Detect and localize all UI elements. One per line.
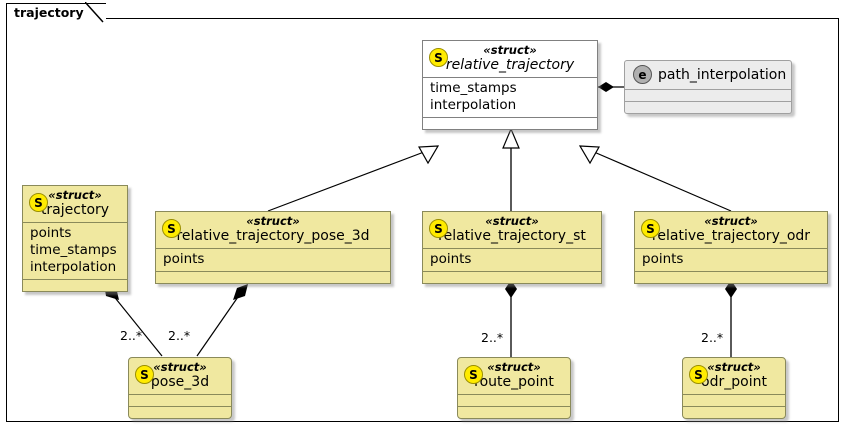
struct-icon: S <box>162 219 181 238</box>
enum-box-path-interpolation[interactable]: e path_interpolation <box>624 60 792 114</box>
class-name-label: odr_point <box>701 374 767 390</box>
class-header-relative-trajectory-pose-3d: S «struct» relative_trajectory_pose_3d <box>156 212 390 248</box>
operations-compartment <box>156 272 390 283</box>
enum-icon: e <box>633 65 652 84</box>
compartment-divider <box>23 222 127 223</box>
class-name-label: relative_trajectory_pose_3d <box>176 228 370 244</box>
compartment-divider <box>156 248 390 249</box>
class-header-pose-3d: S «struct» pose_3d <box>129 358 231 394</box>
package-tab: trajectory <box>6 2 106 23</box>
package-tab-slant <box>84 2 107 24</box>
operations-compartment <box>423 272 601 283</box>
operations-compartment <box>458 407 570 418</box>
stereotype-label: «struct» <box>246 214 300 228</box>
class-box-relative-trajectory-odr[interactable]: S «struct» relative_trajectory_odr point… <box>634 211 828 284</box>
compartment-divider <box>129 394 231 395</box>
operations-compartment <box>635 272 827 283</box>
stereotype-label: «struct» <box>485 214 539 228</box>
class-name-label: relative_trajectory <box>445 57 575 73</box>
struct-icon: S <box>464 365 483 384</box>
class-name-label: relative_trajectory_st <box>438 228 586 244</box>
struct-icon: S <box>135 365 154 384</box>
class-box-odr-point[interactable]: S «struct» odr_point <box>682 357 786 419</box>
attribute-item: time_stamps <box>430 80 517 96</box>
operations-compartment <box>683 407 785 418</box>
struct-icon: S <box>429 219 448 238</box>
enum-literals-compartment <box>625 90 791 101</box>
class-header-relative-trajectory-st: S «struct» relative_trajectory_st <box>423 212 601 248</box>
attribute-item: points <box>30 225 72 241</box>
class-box-pose-3d[interactable]: S «struct» pose_3d <box>128 357 232 419</box>
compartment-divider <box>423 248 601 249</box>
attribute-item: interpolation <box>30 259 117 275</box>
compartment-divider <box>23 279 127 280</box>
compartment-divider <box>156 271 390 272</box>
class-header-odr-point: S «struct» odr_point <box>683 358 785 394</box>
multiplicity-rel-st-route-point: 2..* <box>481 330 504 345</box>
struct-icon: S <box>641 219 660 238</box>
attributes-compartment <box>683 395 785 406</box>
stereotype-label: «struct» <box>483 43 537 57</box>
compartment-divider <box>683 394 785 395</box>
operations-compartment <box>129 407 231 418</box>
attributes-compartment: points time_stamps interpolation <box>23 223 127 279</box>
compartment-divider <box>458 394 570 395</box>
attribute-item: time_stamps <box>30 242 117 258</box>
stereotype-label: «struct» <box>48 188 102 202</box>
compartment-divider <box>423 271 601 272</box>
enum-operations-compartment <box>625 102 791 113</box>
attribute-item: points <box>430 251 472 267</box>
class-name-label: trajectory <box>40 202 110 218</box>
class-box-trajectory[interactable]: S «struct» trajectory points time_stamps… <box>22 185 128 292</box>
compartment-divider <box>683 406 785 407</box>
struct-icon: S <box>29 193 48 212</box>
compartment-divider <box>423 77 597 78</box>
class-header-relative-trajectory-odr: S «struct» relative_trajectory_odr <box>635 212 827 248</box>
attributes-compartment <box>129 395 231 406</box>
attributes-compartment: points <box>423 249 601 271</box>
class-box-relative-trajectory-st[interactable]: S «struct» relative_trajectory_st points <box>422 211 602 284</box>
attribute-item: points <box>642 251 684 267</box>
enum-name-label: path_interpolation <box>658 66 787 83</box>
multiplicity-pose3d-rel-pose3d: 2..* <box>168 328 191 343</box>
class-header-route-point: S «struct» route_point <box>458 358 570 394</box>
attributes-compartment: points <box>156 249 390 271</box>
class-name-label: relative_trajectory_odr <box>651 228 811 244</box>
stereotype-label: «struct» <box>487 360 541 374</box>
operations-compartment <box>23 280 127 291</box>
compartment-divider <box>635 271 827 272</box>
compartment-divider <box>458 406 570 407</box>
package-name-label: trajectory <box>14 4 84 20</box>
multiplicity-trajectory-pose3d: 2..* <box>120 328 143 343</box>
compartment-divider <box>625 89 791 90</box>
class-header-trajectory: S «struct» trajectory <box>23 186 127 222</box>
compartment-divider <box>635 248 827 249</box>
compartment-divider <box>625 101 791 102</box>
attributes-compartment: time_stamps interpolation <box>423 78 597 117</box>
attributes-compartment: points <box>635 249 827 271</box>
stereotype-label: «struct» <box>704 214 758 228</box>
stereotype-label: «struct» <box>153 360 207 374</box>
class-box-relative-trajectory-pose-3d[interactable]: S «struct» relative_trajectory_pose_3d p… <box>155 211 391 284</box>
attribute-item: points <box>163 251 205 267</box>
class-name-label: route_point <box>474 374 554 390</box>
operations-compartment <box>423 118 597 129</box>
class-name-label: pose_3d <box>150 374 210 390</box>
compartment-divider <box>129 406 231 407</box>
stereotype-label: «struct» <box>707 360 761 374</box>
multiplicity-rel-odr-odr-point: 2..* <box>701 330 724 345</box>
attributes-compartment <box>458 395 570 406</box>
compartment-divider <box>423 117 597 118</box>
class-box-route-point[interactable]: S «struct» route_point <box>457 357 571 419</box>
attribute-item: interpolation <box>430 97 517 113</box>
class-header-relative-trajectory: S «struct» relative_trajectory <box>423 41 597 77</box>
struct-icon: S <box>689 365 708 384</box>
struct-icon: S <box>429 48 448 67</box>
enum-header-path-interpolation: e path_interpolation <box>625 61 791 89</box>
class-box-relative-trajectory[interactable]: S «struct» relative_trajectory time_stam… <box>422 40 598 130</box>
